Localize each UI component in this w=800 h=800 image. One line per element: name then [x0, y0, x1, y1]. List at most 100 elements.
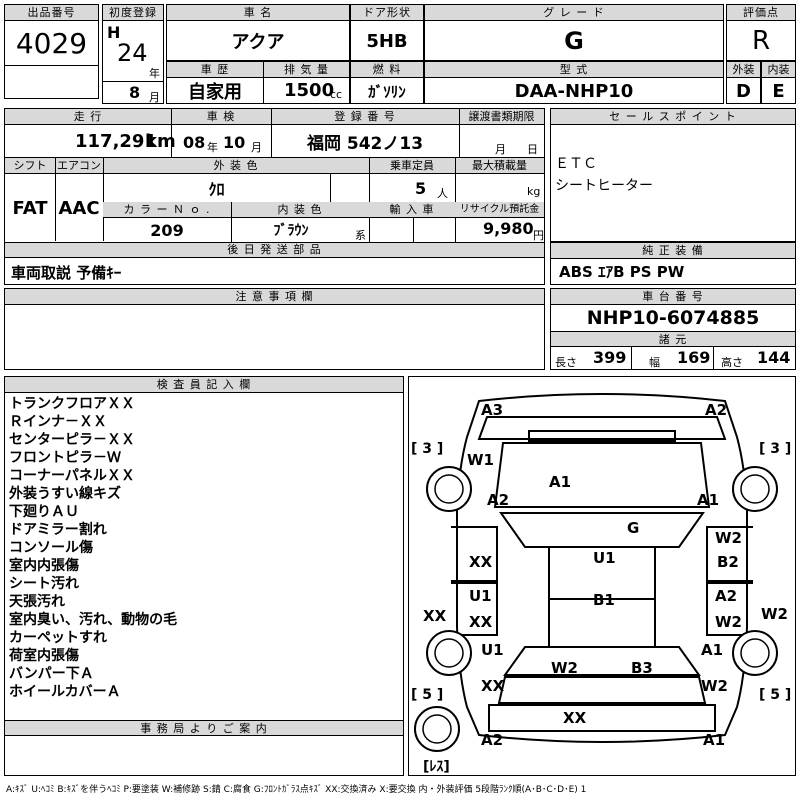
fuel-label: 燃 料 — [351, 62, 423, 78]
mark: XX — [469, 613, 493, 631]
interior-color-unit: 系 — [355, 229, 366, 242]
note-line: 天張汚れ — [9, 594, 65, 610]
genuine-equipment-box: 純 正 装 備 ABS ｴｱB PS PW — [550, 242, 796, 285]
exterior-color-label: 外 装 色 — [103, 158, 369, 174]
mark: U1 — [593, 549, 616, 567]
note-line: コンソール傷 — [9, 540, 93, 556]
chassis-label: 車 台 番 号 — [551, 289, 795, 305]
mark: B3 — [631, 659, 653, 677]
transfer-day-unit: 日 — [527, 143, 538, 156]
score-box: 評価点 R — [726, 4, 796, 61]
door-label: ドア形状 — [351, 5, 423, 21]
month-unit: 月 — [149, 91, 160, 104]
import-label: 輸 入 車 — [369, 202, 455, 218]
score: R — [751, 26, 771, 56]
chassis-box: 車 台 番 号 NHP10-6074885 諸 元 長さ 399 幅 169 高… — [550, 288, 796, 370]
height-label: 高さ — [721, 356, 743, 369]
later-parts-box: 車両取説 予備ｷｰ — [4, 257, 545, 285]
note-line: 室内内張傷 — [9, 558, 79, 574]
wheel-rear-left — [426, 630, 472, 676]
year-unit: 年 — [149, 67, 160, 80]
wheel-front-left — [426, 466, 472, 512]
spare-tire — [414, 706, 460, 752]
wheel-front-right — [732, 466, 778, 512]
spare-tire-label: [ﾚｽ] — [423, 759, 450, 775]
tire-rear-right: [ 5 ] — [759, 687, 791, 703]
ac-label: エアコン — [55, 158, 103, 174]
windshield — [499, 512, 705, 548]
registration-label: 登 録 番 号 — [271, 109, 459, 125]
mark: U1 — [481, 641, 504, 659]
sales-points-label: セ ー ル ス ポ イ ン ト — [551, 109, 795, 125]
inspection-month: 10 — [223, 133, 246, 152]
mark: A2 — [715, 587, 737, 605]
color-number: 209 — [150, 220, 184, 240]
mark: B2 — [717, 553, 739, 571]
grade-label: グ レ ー ド — [425, 5, 723, 21]
mark: A1 — [703, 731, 725, 749]
car-outline — [456, 393, 748, 743]
history: 自家用 — [188, 82, 242, 103]
genuine-equipment-label: 純 正 装 備 — [551, 243, 795, 259]
score-label: 評価点 — [727, 5, 795, 21]
mark: A3 — [481, 401, 503, 419]
mark: XX — [423, 607, 447, 625]
history-box: 車 歴 自家用 — [166, 61, 264, 104]
mark: B1 — [593, 591, 615, 609]
fuel: ｶﾞｿﾘﾝ — [368, 82, 406, 101]
caution-box: 注 意 事 項 欄 — [4, 288, 545, 370]
office-notice-label: 事 務 局 よ り ご 案 内 — [5, 720, 403, 736]
exterior-grade-box: 外装 D — [726, 61, 761, 104]
note-line: コーナーパネルＸＸ — [9, 468, 135, 484]
mark: G — [627, 519, 639, 537]
vehicle-info-block: 走 行 車 検 登 録 番 号 譲渡書類期限 117,291 km 08 年 1… — [4, 108, 545, 258]
interior-color-label: 内 装 色 — [231, 202, 369, 218]
inspector-notes-label: 検 査 員 記 入 欄 — [5, 377, 403, 393]
recycle-fee: 9,980 — [483, 219, 534, 238]
person-unit: 人 — [437, 187, 448, 200]
door-box: ドア形状 5HB — [350, 4, 424, 61]
mark: W2 — [551, 659, 578, 677]
cc-unit: cc — [330, 88, 343, 101]
first-reg-month: 8 — [129, 83, 141, 102]
car-name: アクア — [231, 32, 285, 53]
exterior-grade: D — [736, 80, 751, 102]
shift-label: シフト — [5, 158, 55, 174]
width-label: 幅 — [649, 356, 660, 369]
first-registration-label: 初度登録 — [103, 5, 163, 21]
note-line: トランクフロアＸＸ — [9, 396, 135, 412]
first-reg-year: 24 — [117, 39, 148, 67]
air-conditioner: AAC — [58, 197, 100, 219]
note-line: シート汚れ — [9, 576, 79, 592]
note-line: ホイールカバーＡ — [9, 684, 121, 700]
inspector-notes-box: 検 査 員 記 入 欄 トランクフロアＸＸ Ｒインナ－ＸＸ センターピラ－ＸＸ … — [4, 376, 404, 776]
model-label: 型 式 — [425, 62, 723, 78]
capacity: 5 — [415, 179, 427, 198]
genuine-equipment: ABS ｴｱB PS PW — [559, 263, 685, 281]
mark: A2 — [705, 401, 727, 419]
length: 399 — [593, 348, 627, 367]
mark: XX — [481, 677, 505, 695]
inspector-notes-list: トランクフロアＸＸ Ｒインナ－ＸＸ センターピラ－ＸＸ フロントピラ－Ｗ コーナ… — [9, 395, 177, 701]
capacity-label: 乗車定員 — [369, 158, 455, 174]
displacement: 1500 — [284, 80, 335, 101]
first-registration-box: 初度登録 H 24 年 8 月 — [102, 4, 164, 104]
trunk — [497, 676, 707, 704]
inspection-month-unit: 月 — [251, 141, 262, 154]
inspection-year-unit: 年 — [207, 141, 218, 154]
rear-window — [503, 646, 701, 676]
sales-points-box: セ ー ル ス ポ イ ン ト ＥＴＣ シートヒーター — [550, 108, 796, 242]
grille — [528, 430, 676, 442]
tire-front-left: [ 3 ] — [411, 441, 443, 457]
exterior-color: ｸﾛ — [208, 180, 225, 199]
door-type: 5HB — [366, 30, 408, 52]
model-box: 型 式 DAA-NHP10 — [424, 61, 724, 104]
max-load-label: 最大積載量 — [455, 158, 544, 174]
note-line: フロントピラ－Ｗ — [9, 450, 121, 466]
note-line: Ｒインナ－ＸＸ — [9, 414, 107, 430]
car-body-diagram: [ 3 ] [ 3 ] [ 5 ] [ 5 ] [ﾚｽ] A3 A2 W1 A2… — [411, 393, 791, 775]
note-line: カーペットすれ — [9, 630, 107, 646]
mark: A1 — [701, 641, 723, 659]
caution-label: 注 意 事 項 欄 — [5, 289, 544, 305]
inspection-year: 08 — [183, 133, 206, 152]
